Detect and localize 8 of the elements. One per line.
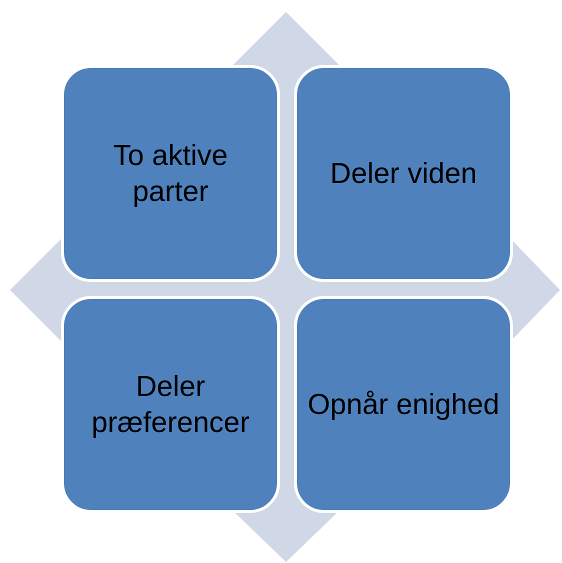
box-text: Deler viden xyxy=(329,156,478,192)
rounded-box xyxy=(61,296,280,513)
rounded-box xyxy=(294,296,513,513)
rounded-box xyxy=(294,65,513,282)
box-text: Opnår enighed xyxy=(306,388,500,422)
rounded-box xyxy=(61,65,280,282)
box-text: Deler præferencer xyxy=(90,370,250,440)
box-text: To aktive parter xyxy=(112,138,229,210)
